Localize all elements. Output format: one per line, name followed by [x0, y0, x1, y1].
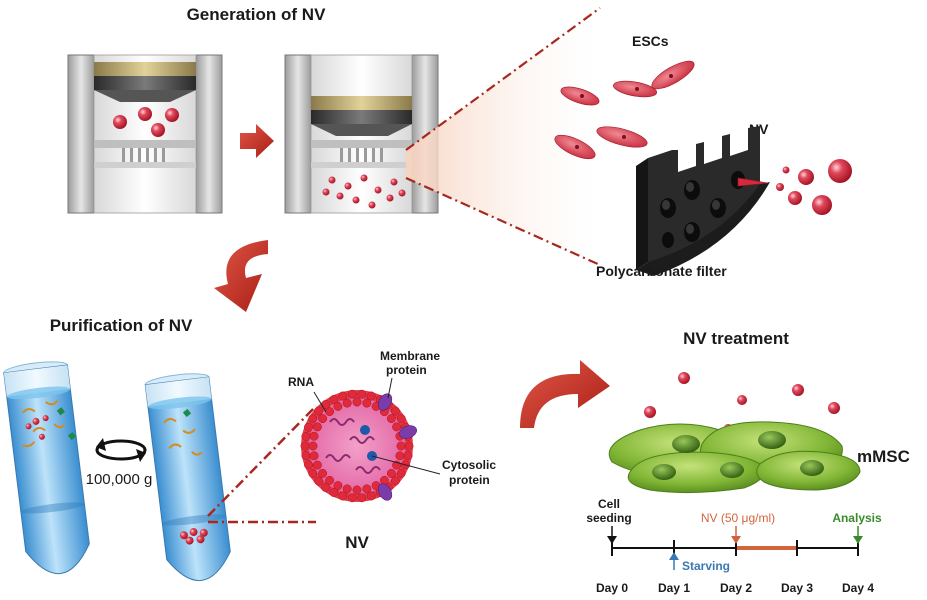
polycarbonate-filter: [636, 126, 770, 276]
curved-arrow-down-icon: [214, 240, 268, 312]
extruder-after: [284, 54, 439, 214]
lipid-head: [304, 460, 313, 470]
mmsc-label: mMSC: [857, 447, 910, 466]
treatment-title: NV treatment: [683, 329, 789, 348]
cell-seeding-label-line2: seeding: [586, 511, 631, 525]
analysis-label: Analysis: [832, 511, 882, 525]
lipid-head: [379, 475, 389, 485]
lipid-head: [308, 414, 318, 424]
day-label: Day 0: [596, 581, 628, 595]
lipid-head: [386, 468, 396, 478]
lipid-head: [366, 391, 376, 401]
lipid-head: [325, 475, 335, 485]
zoom-lines-vesicle: [207, 405, 317, 524]
lipid-head: [333, 401, 343, 411]
lipid-head: [308, 441, 318, 451]
lipid-head: [304, 422, 313, 432]
lipid-head: [318, 468, 328, 478]
lipid-head: [403, 451, 413, 461]
day-label: Day 1: [658, 581, 690, 595]
mmsc-cells: [608, 421, 861, 494]
emerging-nv: [776, 159, 852, 215]
zoom-cone: [405, 7, 601, 267]
lipid-head: [396, 468, 406, 478]
lipid-head: [314, 406, 324, 416]
generation-title: Generation of NV: [187, 5, 327, 24]
nv-dose-label: NV (50 μg/ml): [701, 511, 775, 525]
analysis-marker-icon: [853, 526, 863, 544]
membrane-protein-label-line1: Membrane: [380, 349, 440, 363]
lipid-head: [308, 468, 318, 478]
lipid-head: [300, 441, 310, 451]
lipid-head: [357, 493, 367, 503]
lipid-head: [333, 481, 343, 491]
lipid-head: [329, 488, 339, 497]
lipid-head: [352, 397, 362, 407]
lipid-head: [404, 441, 414, 451]
lipid-head: [312, 422, 322, 432]
cytosolic-protein-label-line2: protein: [449, 473, 490, 487]
day-labels: Day 0 Day 1 Day 2 Day 3 Day 4: [596, 581, 874, 595]
timeline: [607, 526, 863, 570]
lipid-head: [386, 414, 396, 424]
esc-nuclei: [575, 74, 673, 149]
lipid-head: [366, 491, 376, 501]
starving-marker-icon: [669, 552, 679, 570]
lipid-head: [342, 484, 352, 494]
membrane-protein-label-line2: protein: [386, 363, 427, 377]
polycarbonate-filter-label: Polycarbonate filter: [596, 263, 727, 279]
lipid-head: [338, 491, 348, 501]
lipid-head: [352, 485, 362, 495]
curved-arrow-right-icon: [520, 360, 610, 428]
lipid-head: [338, 391, 348, 401]
lipid-head: [347, 389, 357, 399]
lipid-head: [362, 484, 372, 494]
lipid-head: [325, 407, 335, 417]
day-label: Day 2: [720, 581, 752, 595]
lipid-head: [390, 476, 400, 486]
day-label: Day 4: [842, 581, 874, 595]
lipid-head: [392, 422, 402, 432]
lipid-head: [312, 460, 322, 470]
lipid-head: [318, 414, 328, 424]
lipid-head: [395, 451, 405, 461]
nv-dose-marker-icon: [731, 526, 741, 544]
centrifuge-tube-before: [3, 361, 90, 575]
lipid-head: [390, 406, 400, 416]
nv-vesicle-label: NV: [345, 533, 369, 552]
centrifuge-speed-label: 100,000 g: [86, 471, 153, 488]
lipid-head: [301, 451, 311, 461]
day-label: Day 3: [781, 581, 813, 595]
lipid-head: [396, 414, 406, 424]
lipid-head: [309, 431, 319, 441]
lipid-head: [396, 441, 406, 451]
lipid-head: [357, 389, 367, 399]
lipid-head: [329, 395, 339, 404]
cell-seeding-label-line1: Cell: [598, 497, 620, 511]
lipid-head: [321, 483, 331, 492]
centrifuge-tube-after: [144, 373, 231, 582]
lipid-head: [362, 398, 372, 408]
cell-seeding-marker-icon: [607, 526, 617, 544]
nv-vesicle-detail: [300, 389, 417, 503]
lipid-head: [301, 431, 311, 441]
lipid-head: [314, 476, 324, 486]
lipid-head: [309, 451, 319, 461]
rotation-icon: [95, 438, 147, 462]
lipid-head: [347, 493, 357, 503]
lipid-head: [342, 398, 352, 408]
rna-label: RNA: [288, 375, 314, 389]
extruder-before: [67, 54, 223, 214]
right-arrow-icon: [240, 124, 274, 158]
cytosolic-protein-label-line1: Cytosolic: [442, 458, 496, 472]
escs-label: ESCs: [632, 33, 669, 49]
vesicle-callouts: [313, 377, 441, 475]
purification-title: Purification of NV: [50, 316, 193, 335]
starving-label: Starving: [682, 559, 730, 573]
